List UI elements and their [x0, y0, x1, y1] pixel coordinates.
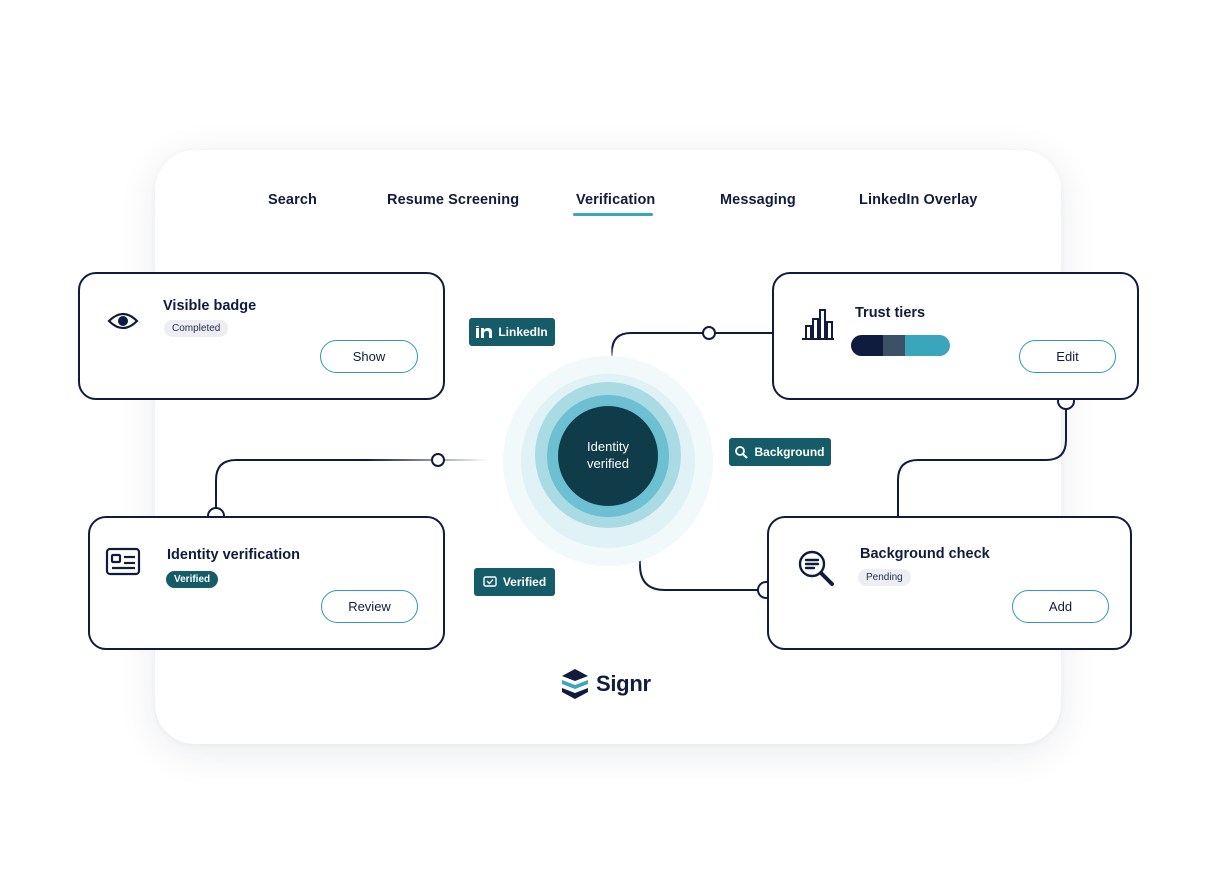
visible-badge-card [78, 272, 445, 400]
center-line-1: Identity [587, 439, 629, 454]
show-button[interactable]: Show [320, 340, 418, 373]
identity-verification-title: Identity verification [167, 547, 300, 563]
eye-icon [107, 312, 139, 330]
background-tag-label: Background [754, 445, 825, 459]
tab-linkedin-overlay[interactable]: LinkedIn Overlay [859, 192, 978, 208]
signr-logo-icon [562, 669, 588, 699]
tier-segment-3 [905, 335, 950, 356]
document-search-icon [798, 550, 834, 586]
tier-segment-2 [883, 335, 905, 356]
background-check-title: Background check [860, 546, 990, 562]
bar-chart-icon [802, 309, 834, 340]
linkedin-tag-label: LinkedIn [498, 325, 548, 339]
id-card-icon [105, 547, 141, 576]
linkedin-icon [476, 326, 493, 338]
tab-search[interactable]: Search [268, 192, 317, 208]
identity-verification-card [88, 516, 445, 650]
status-badge: Verified [166, 571, 219, 588]
status-badge: Pending [858, 569, 911, 586]
search-icon [735, 445, 749, 459]
trust-tiers-card [772, 272, 1139, 400]
verified-tag: Verified [474, 568, 555, 596]
background-tag: Background [729, 438, 831, 466]
tab-messaging[interactable]: Messaging [720, 192, 796, 208]
center-circle [558, 406, 658, 506]
connector-node [431, 453, 445, 467]
center-line-2: verified [587, 456, 629, 471]
review-button[interactable]: Review [321, 590, 418, 623]
edit-button[interactable]: Edit [1019, 340, 1116, 373]
tab-resume-screening[interactable]: Resume Screening [387, 192, 520, 208]
status-badge: Completed [164, 320, 229, 337]
center-status: Identity verified [553, 405, 663, 505]
tier-segment-1 [851, 335, 883, 356]
connector-node [702, 326, 716, 340]
badge-icon [483, 576, 497, 587]
active-tab-indicator [573, 213, 653, 216]
tab-verification[interactable]: Verification [576, 192, 656, 208]
brand-logo: Signr [560, 668, 651, 700]
background-check-card [767, 516, 1132, 650]
brand-name: Signr [596, 671, 651, 696]
verified-tag-label: Verified [502, 575, 547, 589]
add-button[interactable]: Add [1012, 590, 1109, 623]
visible-badge-title: Visible badge [163, 298, 257, 314]
linkedin-tag: LinkedIn [469, 318, 555, 346]
trust-tiers-title: Trust tiers [855, 305, 926, 321]
trust-tier-bar [851, 335, 950, 356]
